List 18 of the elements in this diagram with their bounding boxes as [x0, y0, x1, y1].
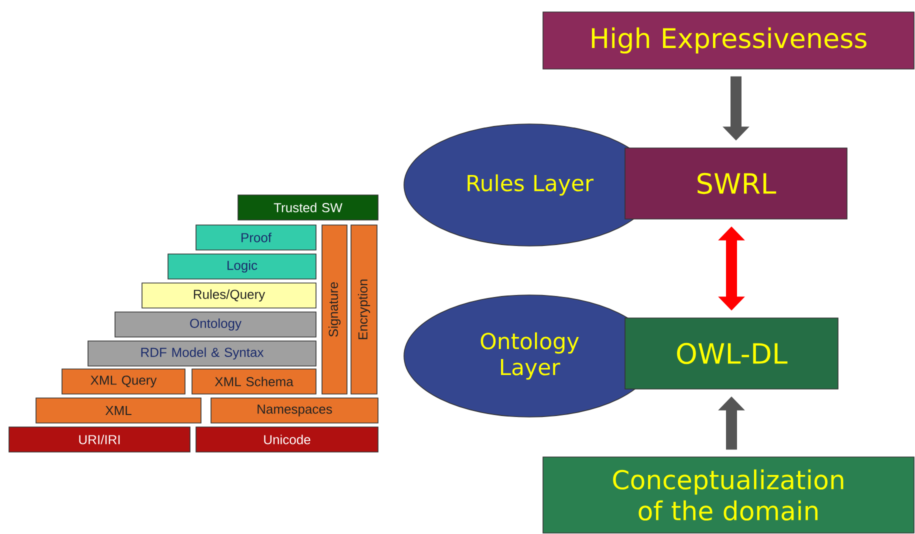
layer-bar: Logic [168, 254, 316, 280]
layer-bar: RDF Model & Syntax [88, 340, 316, 366]
vertical-bar: Signature [322, 224, 348, 394]
layer-bar: Trusted SW [238, 194, 378, 220]
layer-bar: XML Query [62, 368, 186, 394]
layer-bar: Namespaces [210, 398, 378, 424]
title-box: High Expressiveness [542, 12, 914, 70]
vertical-bar: Encryption [350, 224, 378, 394]
layer-bar: Ontology [114, 312, 316, 338]
layer-bar: XML [36, 398, 202, 424]
language-box: OWL-DL [624, 318, 838, 390]
layer-bar: Unicode [196, 426, 378, 452]
concept-box: Conceptualization of the domain [542, 456, 914, 534]
layer-bar: XML Schema [192, 368, 316, 394]
layer-bar: URI/IRI [8, 426, 190, 452]
layer-bar: Proof [196, 224, 316, 250]
language-box: SWRL [624, 148, 848, 220]
layer-bar: Rules/Query [142, 282, 316, 308]
